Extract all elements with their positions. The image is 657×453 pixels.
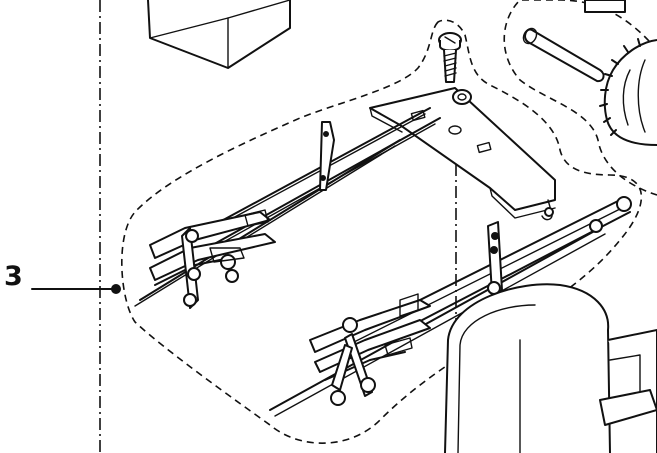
pin-part: [522, 27, 605, 83]
pin-and-gear-group: [503, 0, 657, 196]
housing-part: [444, 283, 657, 453]
screw-part: [438, 32, 462, 83]
small-block-part: [584, 0, 626, 13]
gear-part: [599, 38, 657, 146]
callout-anchor-dot: [111, 284, 121, 294]
lower-rail-linkage: [269, 196, 632, 417]
upper-rail-linkage: [134, 107, 441, 309]
callout-number-label: 3: [4, 261, 23, 292]
bracket-plate-part: [369, 87, 556, 221]
upper-block-part: [147, 0, 291, 69]
